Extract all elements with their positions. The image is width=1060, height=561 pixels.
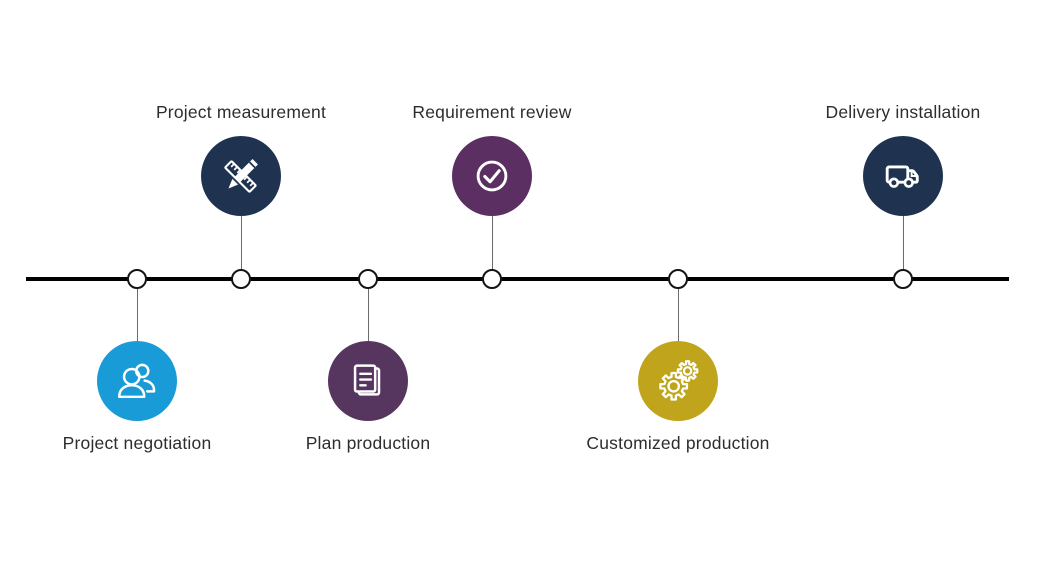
people-icon — [118, 363, 156, 399]
connector-line — [136, 289, 138, 341]
check-circle-icon — [476, 160, 508, 192]
gears-icon — [659, 360, 699, 401]
step-label: Requirement review — [412, 102, 572, 122]
step-icon-bubble — [328, 341, 408, 421]
ruler-pencil-icon — [224, 159, 258, 193]
step-label: Delivery installation — [825, 102, 981, 122]
step-label: Project measurement — [155, 102, 327, 122]
timeline-node — [358, 269, 378, 289]
connector-line — [367, 289, 369, 341]
connector-line — [240, 216, 242, 269]
truck-icon — [885, 165, 919, 188]
timeline-node — [231, 269, 251, 289]
step-icon-bubble — [97, 341, 177, 421]
timeline-node — [893, 269, 913, 289]
step-label: Plan production — [305, 433, 431, 453]
connector-line — [677, 289, 679, 341]
documents-icon — [353, 364, 381, 396]
connector-line — [902, 216, 904, 269]
timeline-node — [127, 269, 147, 289]
step-icon-bubble — [863, 136, 943, 216]
connector-line — [491, 216, 493, 269]
timeline-line — [26, 277, 1009, 281]
timeline-node — [482, 269, 502, 289]
step-label: Customized production — [586, 433, 770, 453]
step-label: Project negotiation — [62, 433, 212, 453]
step-icon-bubble — [201, 136, 281, 216]
timeline-node — [668, 269, 688, 289]
step-icon-bubble — [638, 341, 718, 421]
step-icon-bubble — [452, 136, 532, 216]
